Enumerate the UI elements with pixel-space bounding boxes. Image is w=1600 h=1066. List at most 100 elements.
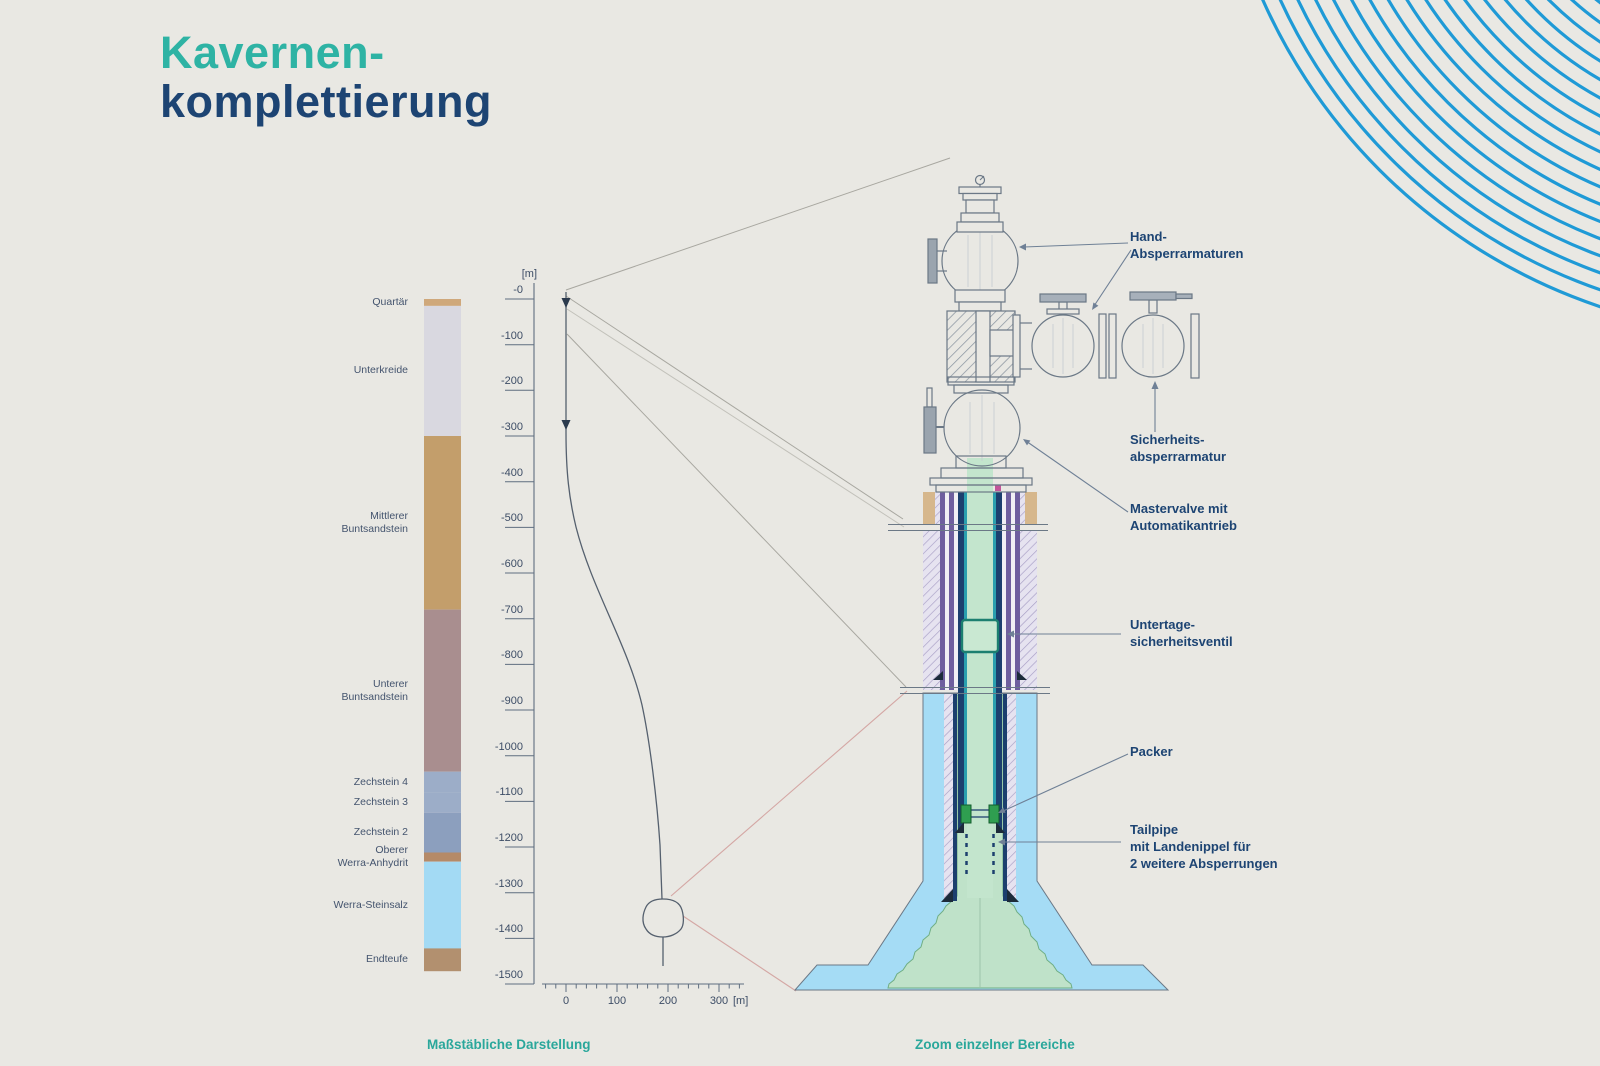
casing-string-right [1015, 492, 1020, 690]
strat-layer-label-line: Unterer [372, 677, 408, 690]
strat-layer-label: Zechstein 3 [258, 796, 408, 809]
label-sicherheitsabsperrarmatur: Sicherheits- absperrarmatur [1130, 432, 1227, 464]
strat-layer-label-line: Oberer [375, 844, 408, 857]
depth-tick-label: -300 [500, 421, 523, 433]
liner-cement-right [1007, 693, 1016, 901]
side-outlet-flange [927, 238, 938, 284]
tubing-hanger-marker [995, 485, 1001, 491]
casing-string-left [940, 492, 945, 690]
casing-shoe-right [1017, 671, 1027, 680]
strat-layer-label-line: Buntsandstein [341, 690, 408, 703]
liner-wall-right [1003, 693, 1007, 901]
automatic-actuator [923, 406, 937, 454]
x-tick-label: 200 [658, 995, 678, 1007]
tubing-wall-left [958, 492, 964, 833]
packer-element [960, 804, 1000, 824]
depth-marker-arrow [561, 298, 571, 308]
caption-scale-drawing: Maßstäbliche Darstellung [427, 1037, 591, 1052]
depth-tick-label: -600 [500, 558, 523, 570]
x-tick-label: 0 [562, 995, 570, 1007]
tubing-wall-right [996, 492, 1002, 833]
subsurface-safety-valve [960, 618, 1000, 654]
strat-layer-label: Werra-Steinsalz [258, 898, 409, 912]
strat-layer-label: Unterkreide [258, 364, 408, 377]
strat-layer-label-line: Quartär [372, 295, 408, 308]
decor-arc [1503, 0, 1600, 82]
label-mastervalve: Mastervalve mit Automatikantrieb [1130, 501, 1237, 533]
page-title-line2: komplettierung [160, 76, 493, 127]
strat-layer-rect [424, 609, 461, 772]
handwheel-2 [1129, 291, 1177, 301]
x-tick-label: 100 [607, 995, 627, 1007]
depth-tick-label: -400 [500, 466, 523, 479]
liner-wall-left [953, 693, 957, 901]
strat-layer-label-line: Zechstein 2 [353, 826, 408, 839]
depth-tick-label: -0 [513, 284, 523, 296]
casing-cement-right [1020, 531, 1037, 690]
strat-layer-rect [424, 299, 461, 306]
handwheel-1 [1039, 293, 1087, 303]
zoom-connector-lines [565, 157, 951, 992]
casing-shoe-left [933, 671, 943, 680]
depth-tick-label: -800 [500, 649, 523, 662]
label-tailpipe: Tailpipe mit Landenippel für 2 weitere A… [1130, 822, 1278, 871]
strat-layer-label-line: Zechstein 3 [353, 796, 408, 808]
depth-tick-label: -1300 [494, 877, 523, 890]
strat-layer-label: Endteufe [258, 953, 408, 966]
strat-layer-label: Zechstein 4 [258, 776, 408, 789]
casing-cement-left [923, 531, 940, 690]
depth-tick-label: -700 [500, 603, 523, 616]
strat-layer-rect [424, 861, 461, 949]
depth-tick-label: -1500 [494, 969, 523, 981]
x-axis-unit: [m] [733, 995, 749, 1007]
zoom-diagram [793, 174, 1200, 991]
strat-layer-rect [424, 305, 461, 437]
decor-arc [1296, 0, 1600, 275]
page-title-line1: Kavernen- [160, 27, 385, 78]
depth-tick-label: -100 [500, 329, 523, 342]
well-trajectory [561, 292, 685, 966]
depth-tick-label: -500 [500, 512, 523, 525]
conductor-cement-right [1025, 492, 1037, 525]
caption-zoom-areas: Zoom einzelner Bereiche [915, 1037, 1075, 1052]
pink-connector-upper [670, 690, 908, 897]
decor-arc [1332, 0, 1600, 241]
pink-connector-lower [682, 915, 797, 992]
strat-layer-rect [424, 792, 461, 813]
axis-ticks-group [505, 298, 740, 992]
cavern-blob [642, 898, 685, 938]
liner-cement-left [944, 693, 953, 901]
tubing-shoe-left [955, 822, 964, 833]
x-tick-label: 300 [709, 995, 729, 1007]
depth-tick-label: -1000 [494, 740, 523, 753]
label-hand-absperrarmaturen: Hand- Absperrarmaturen [1130, 229, 1244, 261]
strat-layer-label-line: Unterkreide [353, 364, 408, 377]
label-leader-lines [998, 242, 1159, 846]
strat-layer-label-line: Zechstein 4 [353, 775, 408, 788]
strat-layer-label-line: Werra-Steinsalz [333, 898, 409, 911]
strat-layer-rect [424, 812, 461, 853]
wellhead-assembly [923, 174, 1200, 493]
strat-layer-label-line: Endteufe [365, 953, 408, 966]
conductor-cement-left [923, 492, 935, 525]
strat-layer-rect [424, 852, 461, 862]
strat-layer-rect [424, 436, 461, 610]
strat-layer-label-line: Buntsandstein [341, 522, 408, 535]
liner-shoe-right [1007, 889, 1019, 902]
strat-layer-label-line: Werra-Anhydrit [337, 857, 408, 870]
depth-marker-arrow [561, 420, 571, 430]
depth-axis-unit: [m] [521, 268, 537, 280]
depth-tick-label: -1100 [495, 786, 523, 799]
decorative-arc-pattern [1261, 0, 1600, 309]
depth-tick-label: -1200 [494, 832, 523, 844]
hand-valve-body-1 [1031, 314, 1095, 378]
strat-column-group [424, 299, 461, 972]
hand-valve-body-2 [1121, 314, 1185, 378]
label-untertagesicherheitsventil: Untertage- sicherheitsventil [1130, 617, 1233, 649]
depth-tick-label: -1400 [494, 923, 523, 936]
strat-layer-label: Zechstein 2 [258, 826, 408, 839]
